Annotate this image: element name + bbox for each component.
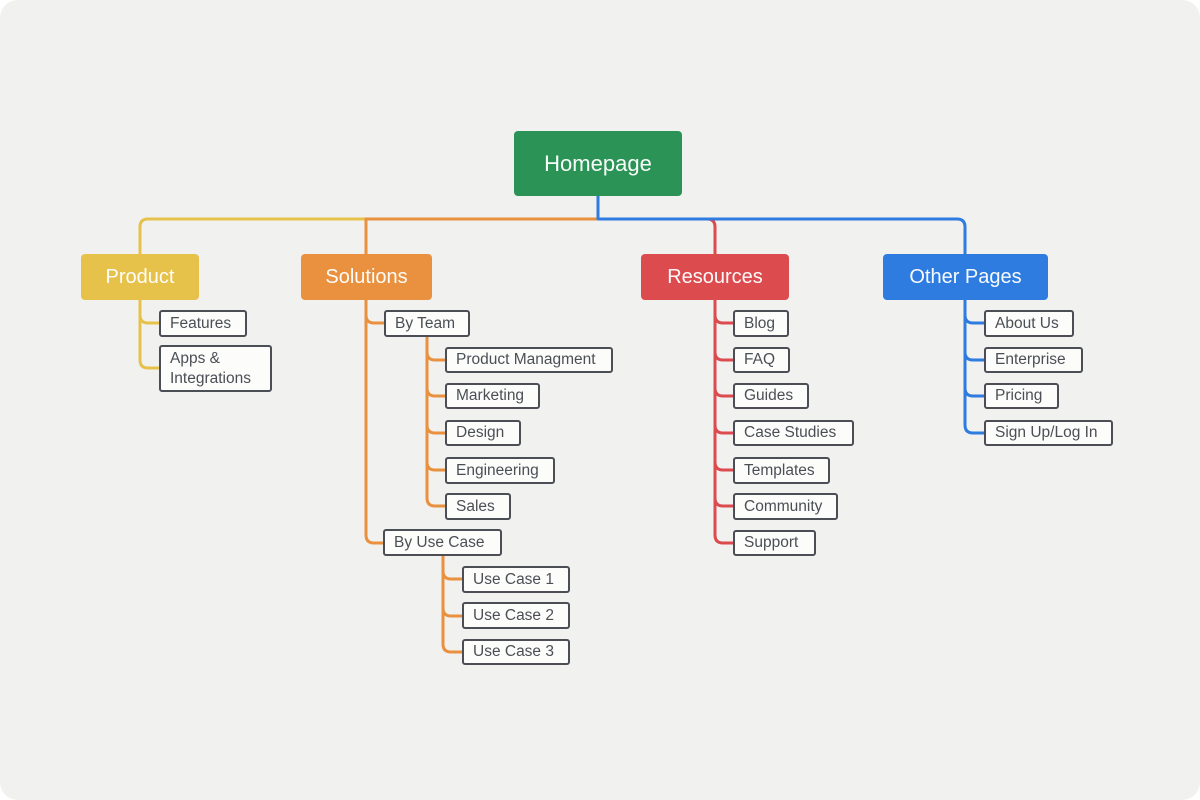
connector-product-features [138,300,159,325]
node-by-use-case[interactable]: By Use Case [383,529,502,556]
node-blog[interactable]: Blog [733,310,789,337]
node-guides[interactable]: Guides [733,383,809,409]
connector-resources-blog [713,300,733,325]
connector-trunk-solutions [364,217,598,254]
node-use-case-3[interactable]: Use Case 3 [462,639,570,665]
node-by-team[interactable]: By Team [384,310,470,337]
connector-other-pricing [963,300,984,398]
node-use-case-2[interactable]: Use Case 2 [462,602,570,629]
node-about-us[interactable]: About Us [984,310,1074,337]
connector-other-sign-up [963,300,984,435]
node-marketing[interactable]: Marketing [445,383,540,409]
connector-by-team-marketing [425,337,445,398]
connector-resources-templates [713,300,733,472]
connector-by-team-engineering [425,337,445,472]
connector-resources-faq [713,300,733,362]
connector-other-about-us [963,300,984,325]
connector-resources-community [713,300,733,508]
node-engineering[interactable]: Engineering [445,457,555,484]
connector-by-use-case-3 [441,556,462,654]
node-homepage[interactable]: Homepage [514,131,682,196]
node-support[interactable]: Support [733,530,816,556]
node-product[interactable]: Product [81,254,199,300]
node-templates[interactable]: Templates [733,457,830,484]
connector-by-team-design [425,337,445,435]
connector-by-use-case-2 [441,556,462,618]
connector-by-team-sales [425,337,445,508]
node-apps-integrations[interactable]: Apps & Integrations [159,345,272,392]
connector-trunk-other-pages [598,217,967,254]
connector-by-use-case-1 [441,556,462,581]
node-enterprise[interactable]: Enterprise [984,347,1083,373]
connector-by-team-product-managment [425,337,445,362]
connector-resources-guides [713,300,733,398]
node-pricing[interactable]: Pricing [984,383,1059,409]
node-design[interactable]: Design [445,420,521,446]
node-product-managment[interactable]: Product Managment [445,347,613,373]
node-sign-up-log-in[interactable]: Sign Up/Log In [984,420,1113,446]
connector-trunk-product [138,217,366,254]
node-sales[interactable]: Sales [445,493,511,520]
node-features[interactable]: Features [159,310,247,337]
connector-product-apps [138,300,159,370]
node-case-studies[interactable]: Case Studies [733,420,854,446]
connector-other-enterprise [963,300,984,362]
node-resources[interactable]: Resources [641,254,789,300]
connector-solutions-by-team [364,300,384,325]
node-other-pages[interactable]: Other Pages [883,254,1048,300]
connector-resources-case-studies [713,300,733,435]
connector-resources-drop [706,217,717,254]
node-community[interactable]: Community [733,493,838,520]
node-faq[interactable]: FAQ [733,347,790,373]
node-use-case-1[interactable]: Use Case 1 [462,566,570,593]
connector-resources-support [713,300,733,545]
connector-solutions-by-use-case [364,300,383,545]
node-solutions[interactable]: Solutions [301,254,432,300]
